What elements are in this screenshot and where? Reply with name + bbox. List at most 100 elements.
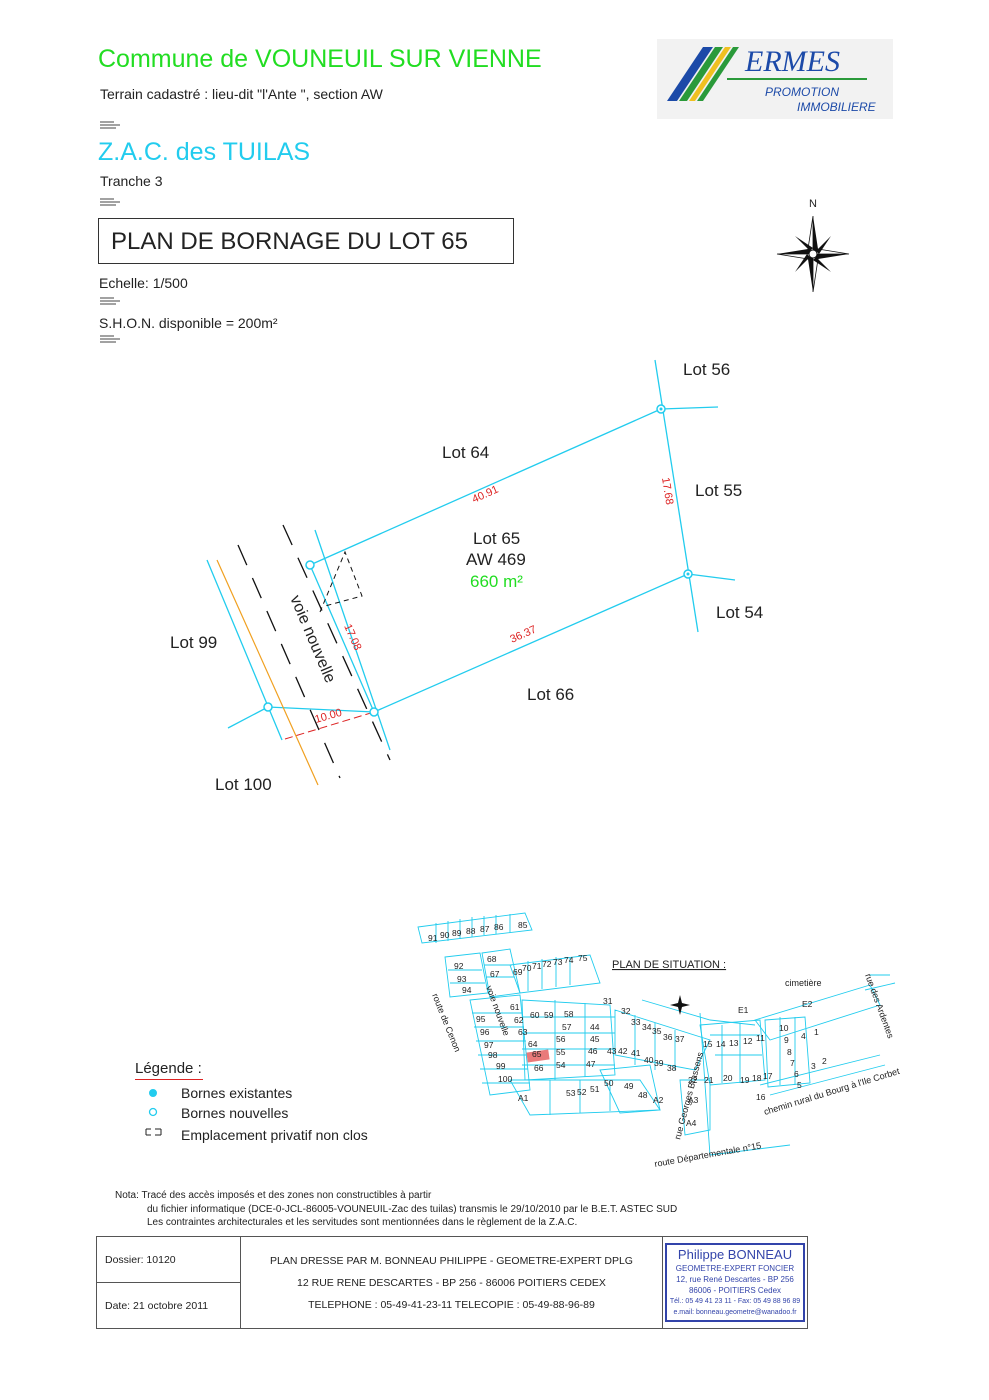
situation-lot-label: 85 [518,920,528,930]
footer-table: Dossier: 10120 PLAN DRESSE PAR M. BONNEA… [96,1236,808,1329]
plan-title: PLAN DE BORNAGE DU LOT 65 [98,218,514,264]
situation-lot-label: 55 [556,1047,566,1057]
situation-lot-label: 53 [566,1088,576,1098]
boundary-bottom [373,573,689,713]
situation-lot-label: 95 [476,1014,486,1024]
logo-line1: PROMOTION [765,85,839,99]
tranche-text: Tranche 3 [100,173,163,189]
situation-lot-label: 18 [752,1073,762,1083]
situation-lot-label: 94 [462,985,472,995]
boundary-left [309,564,375,713]
situation-lot-label: 48 [638,1090,648,1100]
boundary-top [309,408,662,566]
situation-lot-label: 1 [814,1027,819,1037]
lines-icon [100,335,120,343]
compass-north-label: N [809,198,817,210]
situation-lot-label: 74 [564,955,574,965]
situation-lot-label: 38 [667,1063,677,1073]
situation-lot-label: 97 [484,1040,494,1050]
route-cenon-label: route de Cenon [430,992,463,1053]
situation-lot-label: 34 [642,1022,652,1032]
shon-text: S.H.O.N. disponible = 200m² [99,315,278,331]
situation-lot-label: 41 [631,1048,641,1058]
situation-lot-label: 87 [480,924,490,934]
situation-lot-label: 36 [663,1032,673,1042]
label-lot-66: Lot 66 [527,685,574,704]
legend-title: Légende : [135,1060,202,1077]
footer-line2: 12 RUE RENE DESCARTES - BP 256 - 86006 P… [297,1276,606,1289]
situation-lot-label: 96 [480,1027,490,1037]
stamp-line4: Tél.: 05 49 41 23 11 - Fax: 05 49 88 96 … [669,1298,801,1305]
route-dep-label: route Départementale n°15 [654,1140,762,1169]
stamp-line2: 12, rue René Descartes - BP 256 [676,1275,794,1284]
ermes-logo: ERMES PROMOTION IMMOBILIERE [657,39,893,119]
situation-lot-label: 54 [556,1060,566,1070]
situation-lot-label: 65 [532,1049,542,1059]
situation-lot-label: 50 [604,1078,614,1088]
echelle-text: Echelle: 1/500 [99,275,188,291]
label-lot-100: Lot 100 [215,775,272,794]
situation-lot-label: 10 [779,1023,789,1033]
commune-title: Commune de VOUNEUIL SUR VIENNE [98,45,542,73]
situation-lot-label: 88 [466,926,476,936]
situation-lot-label: A2 [653,1095,664,1105]
situation-lot-label: 43 [607,1046,617,1056]
lot99-line [227,706,269,729]
rue-ardentes-label: rue des Ardentes [863,972,896,1040]
situation-lot-label: 8 [787,1047,792,1057]
situation-lot-label: 20 [723,1073,733,1083]
situation-lot-label: 21 [704,1075,714,1085]
borne-nouvelle [369,707,379,717]
situation-lot-label: 7 [790,1058,795,1068]
situation-lot-label: 19 [740,1075,750,1085]
situation-lot-label: E1 [738,1005,749,1015]
situation-lot-label: 69 [513,967,523,977]
situation-lot-label: 58 [564,1009,574,1019]
situation-lot-label: 73 [553,957,563,967]
situation-lot-label: 57 [562,1022,572,1032]
label-lot-55: Lot 55 [695,481,742,500]
borne-nouvelle-icon [148,1107,158,1117]
legend-item-nouvelles: Bornes nouvelles [181,1105,289,1121]
cimetiere-label: cimetière [785,978,822,988]
situation-lot-label: 100 [498,1074,512,1084]
situation-lot-label: 6 [794,1069,799,1079]
borne-existante-icon [149,1089,157,1097]
private-space-icon [145,1128,162,1136]
road-width-dim [284,711,375,740]
stamp-line5: e.mail: bonneau.geometre@wanadoo.fr [673,1309,797,1316]
situation-lot-label: 46 [588,1046,598,1056]
situation-lot-label: 60 [530,1010,540,1020]
situation-lot-label: 66 [534,1063,544,1073]
situation-lot-label: 68 [487,954,497,964]
dim-right: 17.68 [659,477,675,506]
situation-lot-label: 64 [528,1039,538,1049]
situation-lot-label: 16 [756,1092,766,1102]
label-aw: AW 469 [466,550,526,569]
logo-line2: IMMOBILIERE [797,100,876,114]
boundary-bottom-ext [687,573,736,581]
note-line1: Nota: Tracé des accès imposés et des zon… [115,1190,432,1201]
situation-lot-label: 45 [590,1034,600,1044]
situation-lot-label: 4 [801,1031,806,1041]
label-lot-54: Lot 54 [716,603,763,622]
lines-icon [100,198,120,206]
situation-lot-label: 56 [556,1034,566,1044]
situation-lot-label: 91 [428,933,438,943]
lines-icon [100,121,120,129]
situation-lot-label: 37 [675,1034,685,1044]
situation-lot-label: 99 [496,1061,506,1071]
lot-65-highlight [526,1049,550,1063]
situation-lot-label: 62 [514,1015,524,1025]
label-road: voie nouvelle [286,593,338,686]
situation-lot-label: 12 [743,1036,753,1046]
situation-lot-label: 2 [822,1056,827,1066]
situation-lot-label: 52 [577,1087,587,1097]
situation-lot-label: 35 [652,1026,662,1036]
situation-lot-label: 71 [532,961,542,971]
situation-lot-label: 61 [510,1002,520,1012]
boundary-right [654,359,699,633]
situation-lot-label: 47 [586,1059,596,1069]
date-cell: Date: 21 octobre 2011 [96,1282,241,1329]
